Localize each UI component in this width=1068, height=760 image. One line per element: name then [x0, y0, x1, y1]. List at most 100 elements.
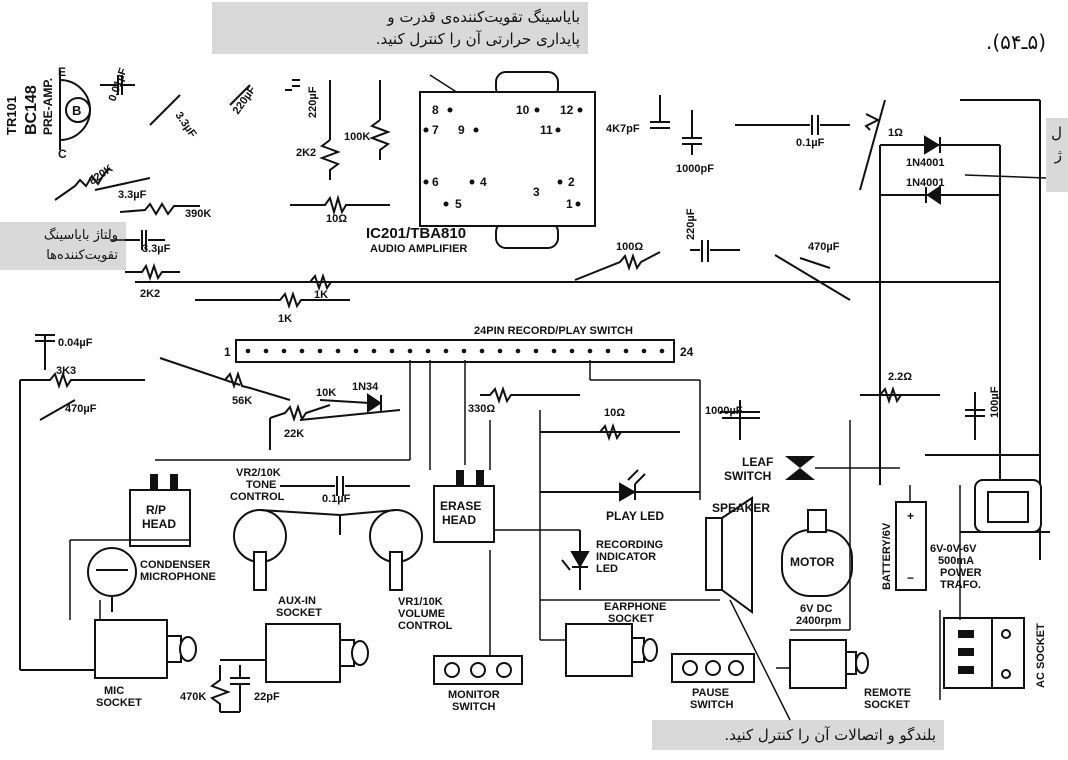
c01u-label: 0.1µF — [796, 137, 825, 149]
record-play-switch — [235, 339, 675, 363]
pause-label-2: SWITCH — [690, 699, 733, 711]
c220c-label: 220µF — [685, 208, 697, 240]
switch-pins — [245, 348, 665, 354]
pot-wiring — [259, 476, 410, 535]
collector-label: C — [58, 147, 67, 161]
switch-title-label: 24PIN RECORD/PLAY SWITCH — [474, 325, 633, 337]
motor-voltage-label: 6V DC — [800, 603, 832, 615]
vr2-label-2: TONE — [246, 479, 276, 491]
earphone-label-1: EARPHONE — [604, 601, 666, 613]
r390k-label: 390K — [185, 208, 211, 220]
right-annotation-line1: ل — [1051, 124, 1062, 142]
left-annotation-line1: ولتاژ بایاسینگ — [43, 228, 118, 243]
figure-reference: (۵ـ۵۴). — [986, 30, 1047, 54]
aux-in-socket — [265, 623, 369, 683]
r10-label: 10Ω — [326, 213, 347, 225]
c01b-label: 0.1µF — [322, 493, 351, 505]
preamp-label: PRE-AMP. — [41, 78, 55, 135]
svg-text:5: 5 — [455, 197, 462, 211]
rp-head-label-1: R/P — [146, 503, 166, 517]
rec-led-label-2: INDICATOR — [596, 551, 656, 563]
switch-pin24-label: 24 — [680, 345, 694, 359]
r470k-label: 470K — [180, 691, 206, 703]
monitor-label-1: MONITOR — [448, 689, 500, 701]
pause-label-1: PAUSE — [692, 687, 729, 699]
r3k3-label: 3K3 — [56, 365, 76, 377]
preamp-components — [54, 75, 1000, 310]
play-led-label: PLAY LED — [606, 509, 664, 523]
pause-switch — [671, 653, 755, 683]
speaker-symbol — [705, 496, 753, 614]
erase-head-label-1: ERASE — [440, 499, 481, 513]
monitor-label-2: SWITCH — [452, 701, 495, 713]
rp-head-label-2: HEAD — [142, 517, 176, 531]
c33a-label: 3.3µF — [173, 110, 199, 140]
r2k2a-label: 2K2 — [296, 147, 316, 159]
r56k-label: 56K — [232, 395, 252, 407]
c1000u-label: 1000µF — [705, 405, 743, 417]
remote-socket — [789, 639, 869, 689]
earphone-label-2: SOCKET — [608, 613, 654, 625]
svg-text:7: 7 — [432, 123, 439, 137]
motor-rpm-label: 2400rpm — [796, 615, 841, 627]
d1n34-label: 1N34 — [352, 381, 379, 393]
battery — [895, 501, 927, 591]
r820k-label: 820K — [87, 163, 115, 188]
r22k-label: 22K — [284, 428, 304, 440]
speaker-label: SPEAKER — [712, 501, 770, 515]
erase-head — [433, 485, 495, 543]
svg-text:1: 1 — [566, 197, 573, 211]
motor-symbol — [781, 509, 853, 597]
mic-socket-label-2: SOCKET — [96, 697, 142, 709]
mic-socket — [94, 619, 197, 679]
volume-control-pot — [369, 509, 423, 591]
battery-label: BATTERY/6V — [881, 522, 893, 590]
general-wiring — [20, 360, 961, 700]
tone-control-pot — [233, 509, 287, 591]
c22p-label: 22pF — [254, 691, 280, 703]
c33b-label: 3.3µF — [118, 189, 147, 201]
c100u-label: 100µF — [989, 386, 1001, 418]
c470a-label: 470µF — [808, 241, 840, 253]
base-label: B — [72, 103, 81, 118]
vr2-label-3: CONTROL — [230, 491, 285, 503]
leaf-switch — [785, 456, 815, 480]
r1kb-label: 1K — [278, 313, 292, 325]
c33c-label: 3.3µF — [142, 243, 171, 255]
c470b-label: 470µF — [65, 403, 97, 415]
top-annotation-line1: بایاسینگ تقویت‌کننده‌ی قدرت و — [387, 8, 580, 26]
vr1-label-3: CONTROL — [398, 620, 453, 632]
svg-text:12: 12 — [560, 103, 574, 117]
battery-minus: − — [907, 571, 914, 585]
right-annotation: ل ژ — [1046, 118, 1068, 192]
battery-plus: + — [907, 509, 914, 523]
remote-label-1: REMOTE — [864, 687, 911, 699]
bottom-annotation: بلندگو و اتصالات آن را کنترل کنید. — [652, 720, 944, 750]
cond-mic-label-2: MICROPHONE — [140, 571, 216, 583]
cond-mic-label-1: CONDENSER — [140, 559, 210, 571]
bc148-label: BC148 — [23, 85, 40, 135]
r2k2b-label: 2K2 — [140, 288, 160, 300]
svg-text:2: 2 — [568, 175, 575, 189]
switch-pin1-label: 1 — [224, 345, 231, 359]
power-transformer — [960, 479, 1050, 533]
leaf-label-1: LEAF — [742, 455, 773, 469]
rp-head — [129, 489, 191, 547]
ic-name-label: IC201/TBA810 — [366, 225, 466, 242]
tr101-label: TR101 — [4, 96, 19, 135]
ic-desc-label: AUDIO AMPLIFIER — [370, 243, 467, 255]
rec-led-label-1: RECORDING — [596, 539, 663, 551]
svg-text:11: 11 — [540, 123, 553, 137]
c4k7-label: 4K7pF — [606, 123, 640, 135]
motor-label: MOTOR — [790, 555, 835, 569]
ac-socket-label: AC SOCKET — [1035, 623, 1047, 688]
transistor-symbol — [59, 70, 91, 150]
r100ohm-label: 100Ω — [616, 241, 643, 253]
d1-label: 1N4001 — [906, 157, 945, 169]
erase-head-label-2: HEAD — [442, 513, 476, 527]
svg-text:8: 8 — [432, 103, 439, 117]
r330-label: 330Ω — [468, 403, 495, 415]
ic-body — [419, 71, 596, 249]
vr1-label-1: VR1/10K — [398, 596, 443, 608]
trafo-label-3: POWER — [940, 567, 982, 579]
